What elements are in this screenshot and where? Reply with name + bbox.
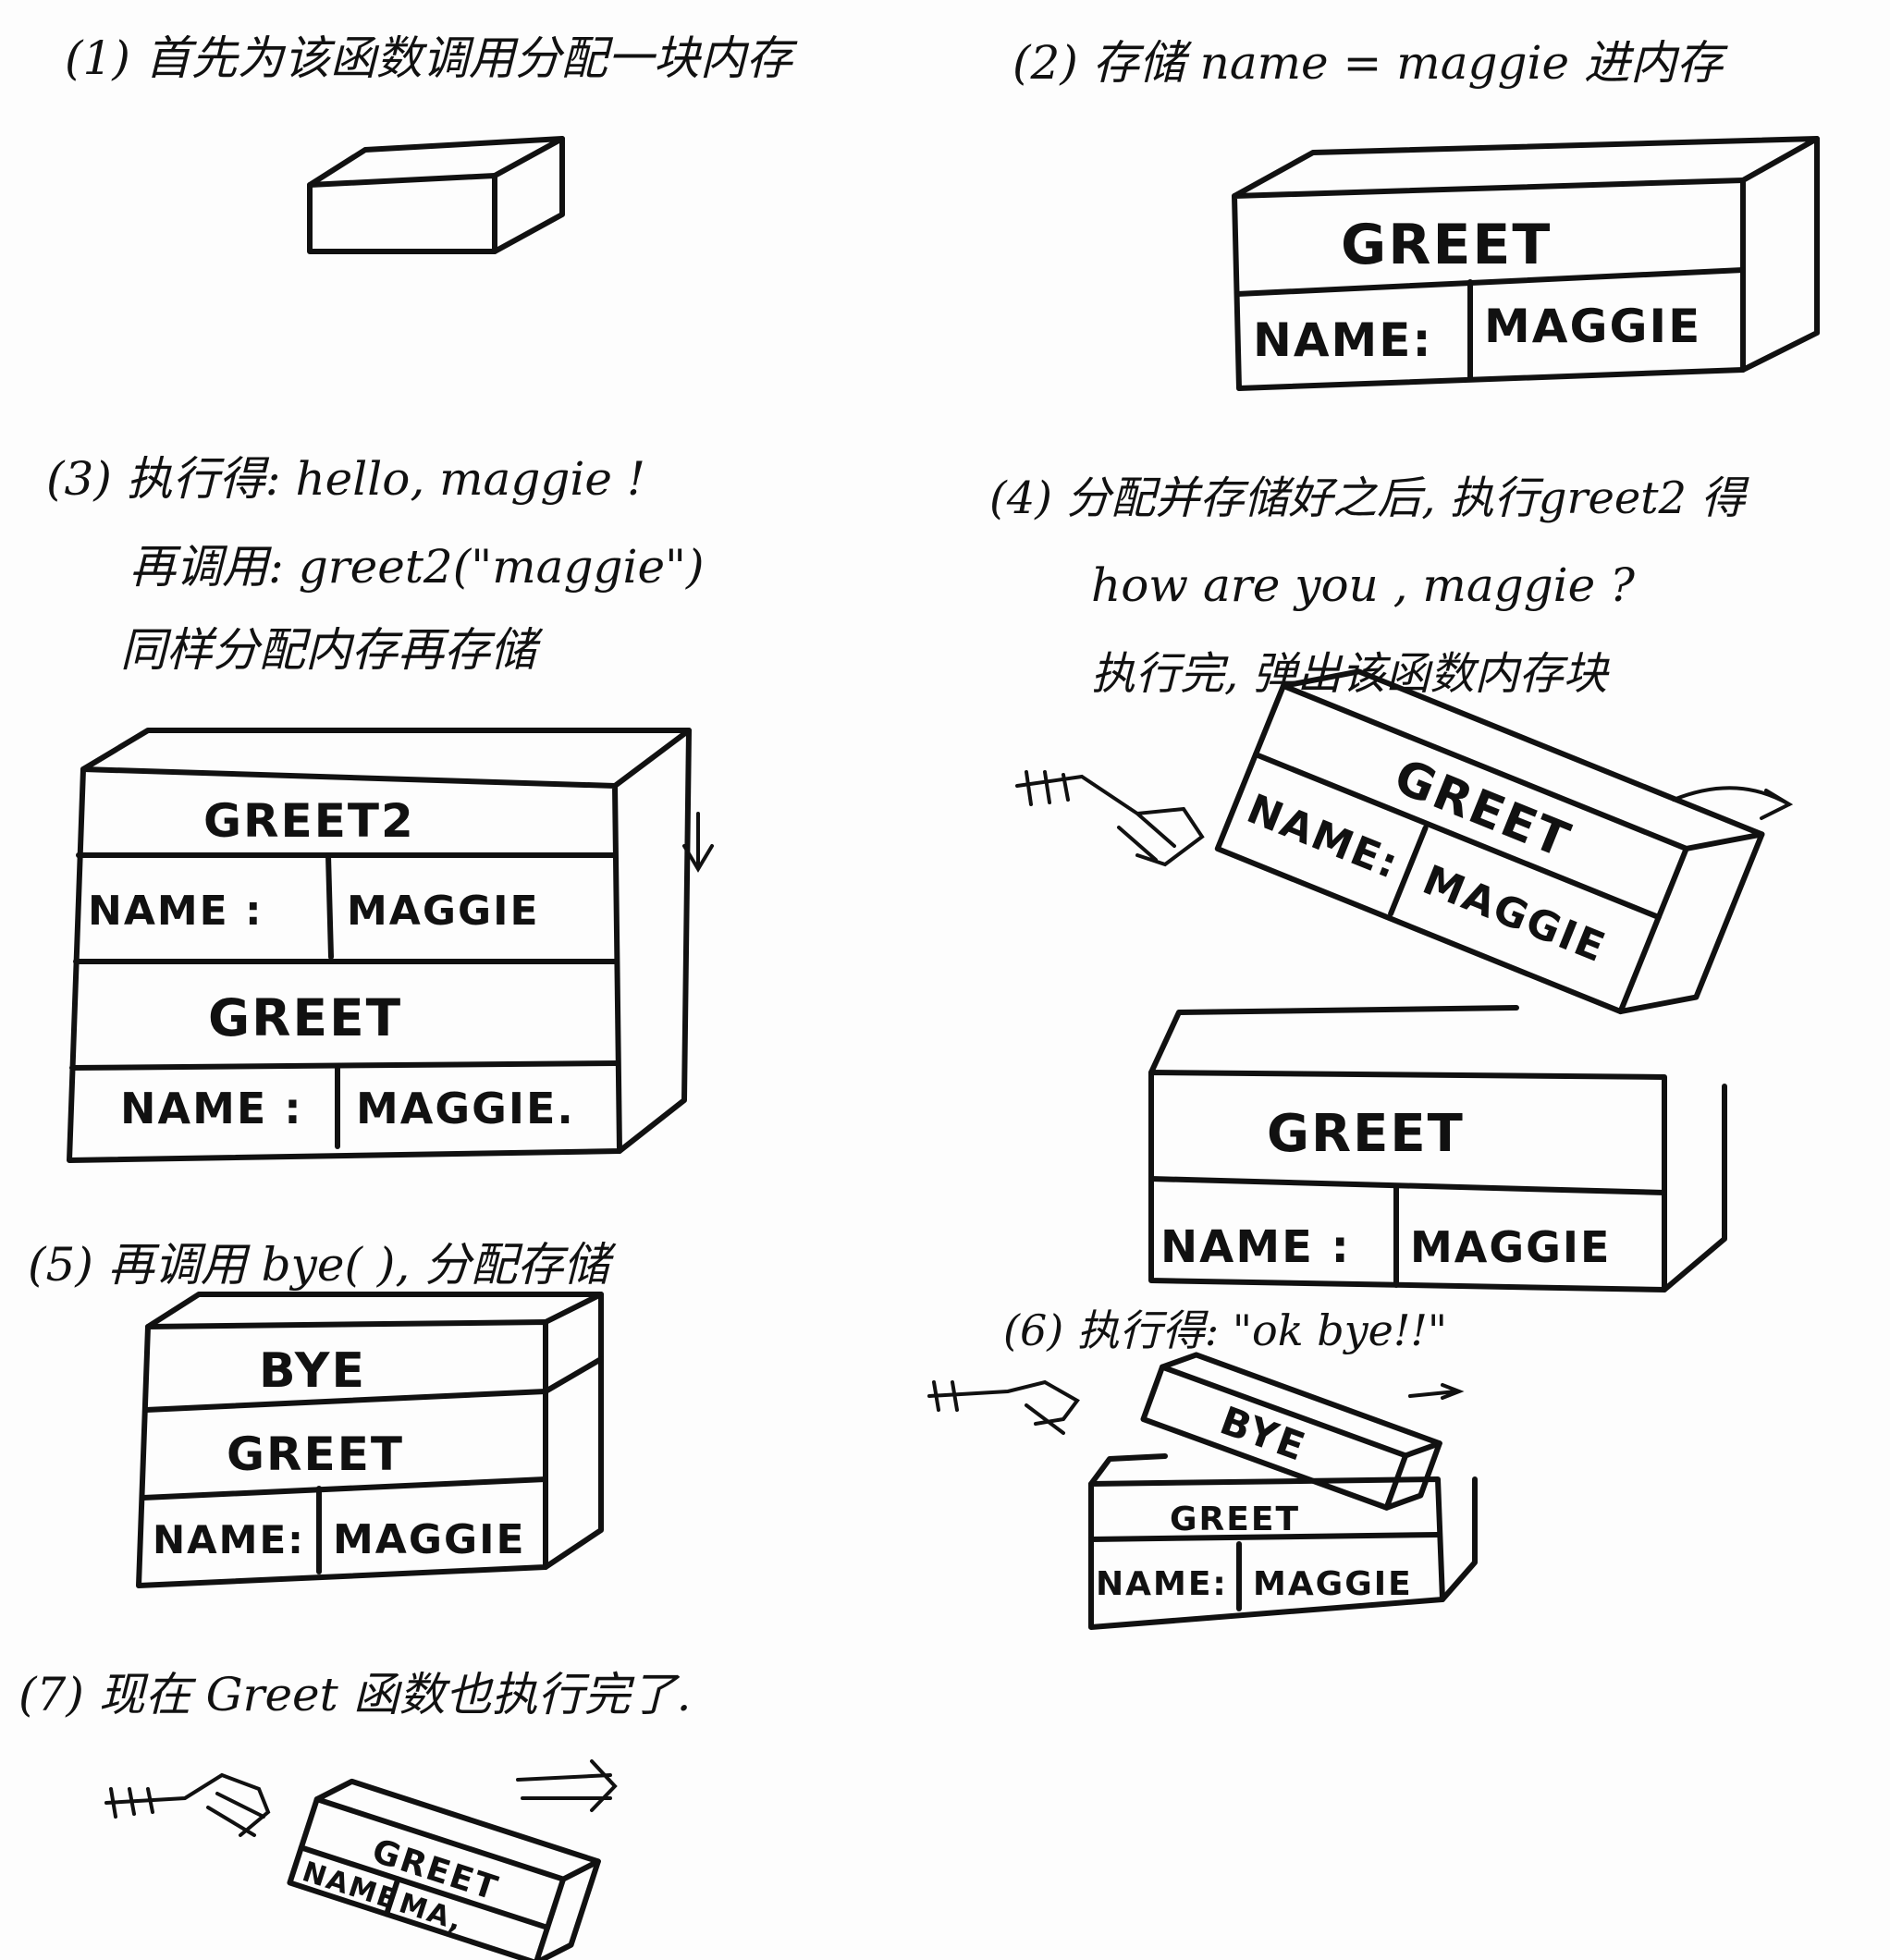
name-value: MAGGIE — [333, 1516, 526, 1563]
popped-greet-block: GREET NAME: MAGGIE — [1214, 668, 1765, 1015]
step3-line3: 同样分配内存再存储 — [120, 623, 544, 677]
greet-memory-block: GREET NAME: MAGGIE — [1232, 136, 1820, 391]
hand-icon — [927, 1379, 1080, 1435]
step1-caption: (1) 首先为该函数调用分配一块内存 — [65, 31, 798, 85]
step7-caption: (7) 现在 Greet 函数也执行完了. — [18, 1668, 692, 1721]
stacked-memory-block: GREET2 NAME : MAGGIE GREET NAME : MAGGIE… — [67, 728, 714, 1163]
name-value: MAGGIE — [1484, 300, 1701, 353]
step2-caption: (2) 存储 name = maggie 进内存 — [1012, 36, 1728, 90]
name-label: NAME: — [1096, 1565, 1228, 1603]
greet-label: GREET — [208, 988, 402, 1047]
step3-line1: (3) 执行得: hello, maggie ! — [46, 452, 645, 506]
step4-line2: how are you , maggie ? — [1091, 558, 1636, 612]
arrow-right-icon — [1672, 786, 1794, 820]
name-label: NAME : — [1160, 1221, 1351, 1273]
greet-memory-block-small: GREET NAME: MAGGIE — [1088, 1453, 1478, 1630]
greet-memory-block-base: GREET NAME : MAGGIE — [1148, 1005, 1727, 1292]
step3-line2: 再调用: greet2("maggie") — [129, 540, 705, 594]
bye-memory-block: BYE GREET NAME: MAGGIE — [136, 1292, 604, 1588]
popped-name-value: MAGGIE — [1417, 856, 1613, 972]
hand-icon — [1015, 770, 1205, 867]
name-label: NAME: — [1253, 313, 1432, 367]
greet-label: GREET — [1170, 1501, 1300, 1538]
empty-memory-block — [307, 136, 565, 254]
name-label: NAME: — [153, 1517, 305, 1562]
greet-label: GREET — [1267, 1104, 1465, 1164]
greet-name-label: NAME : — [120, 1084, 303, 1133]
step6-caption: (6) 执行得: "ok bye!!" — [1003, 1305, 1447, 1355]
arrow-right-icon — [516, 1759, 618, 1812]
greet2-name-value: MAGGIE — [347, 888, 540, 935]
popped-bye-block: BYE — [1140, 1352, 1442, 1511]
bye-label: BYE — [259, 1343, 366, 1399]
step4-line1: (4) 分配并存储好之后, 执行greet2 得 — [989, 472, 1749, 524]
arrow-right-icon — [1408, 1383, 1465, 1400]
greet-name-value: MAGGIE. — [356, 1084, 575, 1133]
name-value: MAGGIE — [1410, 1222, 1611, 1272]
hand-icon — [104, 1772, 271, 1837]
greet-label: GREET — [1341, 213, 1552, 277]
greet2-label: GREET2 — [203, 794, 415, 848]
name-value: MAGGIE — [1253, 1565, 1413, 1603]
greet2-name-label: NAME : — [88, 888, 264, 935]
greet-label: GREET — [227, 1427, 404, 1481]
popped-greet-block: GREET NAME MA, — [287, 1778, 601, 1960]
popped-bye-label: BYE — [1214, 1398, 1312, 1470]
popped-name-label: NAME: — [1241, 785, 1406, 888]
step5-caption: (5) 再调用 bye( ), 分配存储 — [28, 1238, 617, 1292]
